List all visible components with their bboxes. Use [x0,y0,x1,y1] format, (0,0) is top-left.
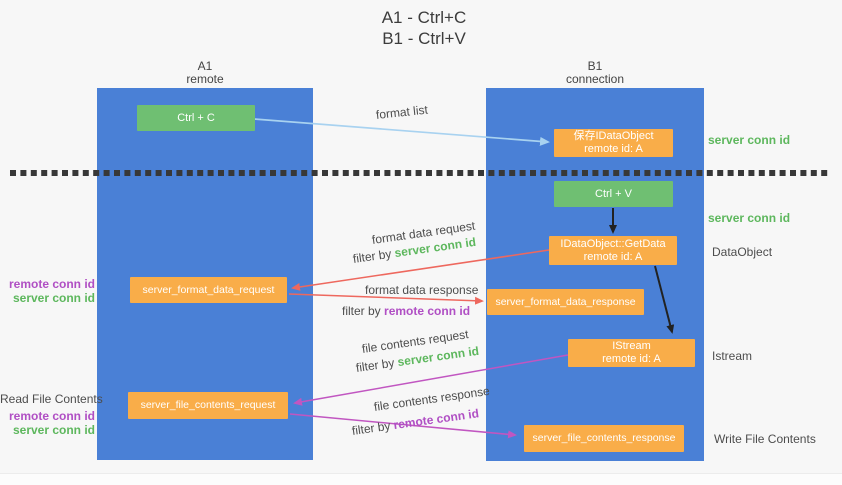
title-line-2: B1 - Ctrl+V [382,29,466,48]
istream-annotation: Istream [712,349,753,363]
lane-a-subtitle: remote [186,72,224,86]
lane-a-header: A1 remote [97,60,313,86]
title-line-1: A1 - Ctrl+C [381,8,467,27]
server-format-data-response-label: server_format_data_response [495,295,636,308]
server-file-contents-response-node: server_file_contents_response [524,425,684,452]
filter-by-text: filter by [342,304,381,318]
format-list-label: format list [375,102,429,122]
filter-by-text: filter by [352,246,393,266]
filter-by-remote-conn-id-label-2: filter by remote conn id [351,406,480,438]
read-file-contents-annotation: Read File Contents [0,392,103,406]
lane-b-header: B1 connection [486,60,704,86]
lane-b-name: B1 [587,59,603,73]
server-format-data-request-node: server_format_data_request [130,277,287,303]
getdata-node: IDataObject::GetData remote id: A [549,236,677,265]
lane-b-subtitle: connection [565,72,625,86]
server-conn-id-annotation-mid: server conn id [708,211,791,225]
server-file-contents-response-label: server_file_contents_response [532,432,676,444]
dataobject-annotation: DataObject [712,245,773,259]
server-format-data-request-label: server_format_data_request [142,283,275,296]
window-bottom-edge [0,473,842,485]
save-idataobject-node: 保存IDataObject remote id: A [554,129,673,157]
server-conn-id-annotation-top: server conn id [708,133,791,147]
getdata-line2: remote id: A [583,250,643,263]
ctrl-v-node: Ctrl + V [554,181,673,207]
format-data-response-label: format data response [365,283,479,297]
server-conn-id-annotation-format: server conn id [12,291,95,305]
ctrl-v-label: Ctrl + V [595,187,632,200]
save-idataobject-line2: remote id: A [584,143,643,155]
getdata-line1: IDataObject::GetData [560,237,666,250]
filter-by-remote-conn-id-label-1: filter by remote conn id [342,304,470,318]
write-file-contents-annotation: Write File Contents [714,432,816,446]
filter-by-text: filter by [355,355,396,375]
server-file-contents-request-label: server_file_contents_request [140,399,276,411]
remote-conn-id-text: remote conn id [392,406,480,433]
remote-conn-id-text: remote conn id [384,304,471,318]
server-file-contents-request-node: server_file_contents_request [128,392,288,419]
istream-line2: remote id: A [602,353,661,365]
filter-by-text: filter by [351,418,392,438]
lane-a-name: A1 [197,59,213,73]
diagram-title: A1 - Ctrl+C B1 - Ctrl+V [0,7,842,49]
save-idataobject-line1: 保存IDataObject [573,130,654,142]
remote-conn-id-annotation-file: remote conn id [8,409,95,423]
server-format-data-response-node: server_format_data_response [487,289,644,315]
istream-node: IStream remote id: A [568,339,695,367]
server-conn-id-annotation-file: server conn id [12,423,95,437]
ctrl-c-node: Ctrl + C [137,105,255,131]
ctrl-c-label: Ctrl + C [177,111,215,124]
istream-line1: IStream [612,340,651,352]
remote-conn-id-annotation-format: remote conn id [8,277,95,291]
